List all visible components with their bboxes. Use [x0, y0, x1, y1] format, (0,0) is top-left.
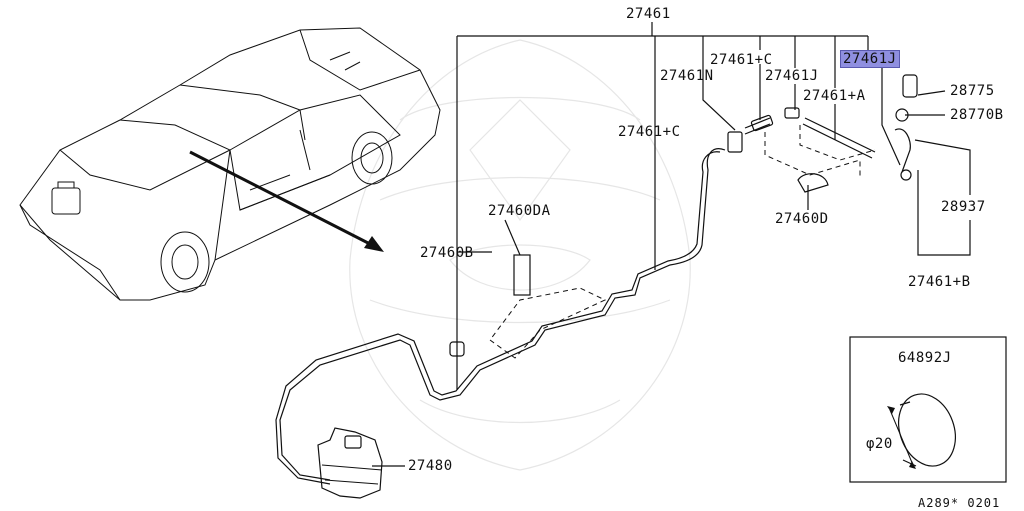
label-28770b[interactable]: 28770B [950, 107, 1004, 123]
label-27461-c-top[interactable]: 27461+C [710, 52, 773, 68]
label-27461n[interactable]: 27461N [660, 68, 714, 84]
hose-line [275, 117, 876, 485]
label-28775[interactable]: 28775 [950, 83, 995, 99]
label-27480[interactable]: 27480 [408, 458, 453, 474]
label-27460b[interactable]: 27460B [420, 245, 474, 261]
label-27461[interactable]: 27461 [626, 6, 671, 22]
pointer-arrow [189, 150, 384, 252]
watermark-emblem [349, 39, 691, 471]
label-27461-c-left[interactable]: 27461+C [618, 124, 681, 140]
label-64892j[interactable]: 64892J [898, 350, 952, 366]
dashed-lines [456, 125, 876, 390]
label-27461-a[interactable]: 27461+A [803, 88, 866, 104]
parts-shapes [449, 74, 918, 357]
cap-inset [849, 336, 1007, 483]
label-28937[interactable]: 28937 [941, 199, 986, 215]
label-phi20: φ20 [866, 436, 893, 452]
label-27461-b[interactable]: 27461+B [908, 274, 971, 290]
car-illustration [19, 27, 441, 301]
diagram-code: A289* 0201 [918, 496, 1001, 510]
label-27461j-mid[interactable]: 27461J [765, 68, 819, 84]
label-27460da[interactable]: 27460DA [488, 203, 551, 219]
label-27461j-highlighted[interactable]: 27461J [840, 50, 900, 68]
label-27460d[interactable]: 27460D [775, 211, 829, 227]
leader-lines [372, 22, 971, 467]
washer-tank [317, 427, 383, 499]
